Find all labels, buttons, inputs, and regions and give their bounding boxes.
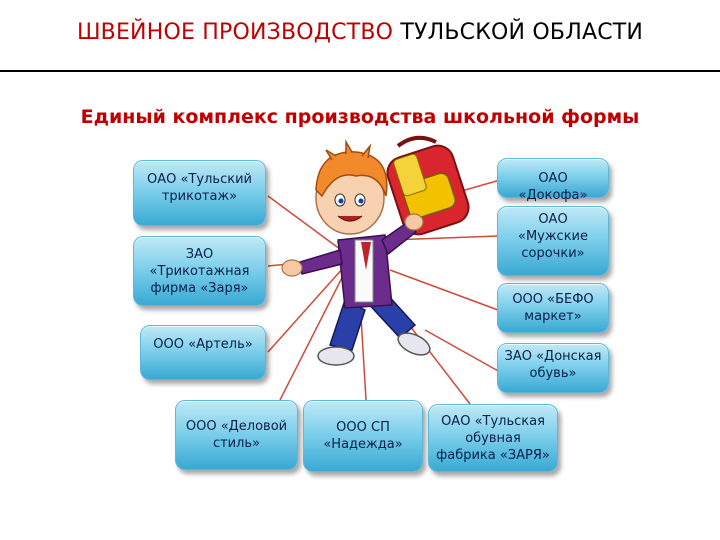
- company-box-befo: ООО «БЕФО маркет»: [497, 283, 609, 333]
- company-box-nadezhda: ООО СП «Надежда»: [303, 400, 423, 472]
- company-label: ООО «Деловой стиль»: [182, 418, 291, 452]
- company-label: ООО «БЕФО маркет»: [504, 291, 602, 325]
- company-label: ООО СП «Надежда»: [310, 419, 416, 453]
- company-box-tula-obuvnaya: ОАО «Тульская обувная фабрика «ЗАРЯ»: [428, 404, 558, 472]
- company-label: ОАО «Докофа»: [504, 170, 602, 204]
- company-box-muzhskie-sorochki: ОАО «Мужские сорочки»: [497, 206, 609, 276]
- company-label: ОАО «Тульская обувная фабрика «ЗАРЯ»: [435, 413, 551, 464]
- company-box-tula-trikotazh: ОАО «Тульский трикотаж»: [133, 160, 266, 226]
- company-label: ЗАО «Трикотажная фирма «Заря»: [140, 246, 259, 297]
- company-box-dokofa: ОАО «Докофа»: [497, 158, 609, 198]
- company-label: ОАО «Тульский трикотаж»: [140, 171, 259, 205]
- connector-donskaya: [425, 330, 500, 372]
- company-box-zarya-trikotazh: ЗАО «Трикотажная фирма «Заря»: [133, 236, 266, 306]
- company-label: ОАО «Мужские сорочки»: [504, 211, 602, 262]
- backpack-illustration: [383, 138, 472, 239]
- connector-befo: [390, 270, 498, 310]
- company-label: ЗАО «Донская обувь»: [504, 348, 602, 382]
- company-box-artel: ООО «Артель»: [140, 325, 266, 380]
- company-box-donskaya-obuv: ЗАО «Донская обувь»: [497, 343, 609, 393]
- company-box-delovoy-stil: ООО «Деловой стиль»: [175, 400, 298, 470]
- company-label: ООО «Артель»: [153, 336, 252, 353]
